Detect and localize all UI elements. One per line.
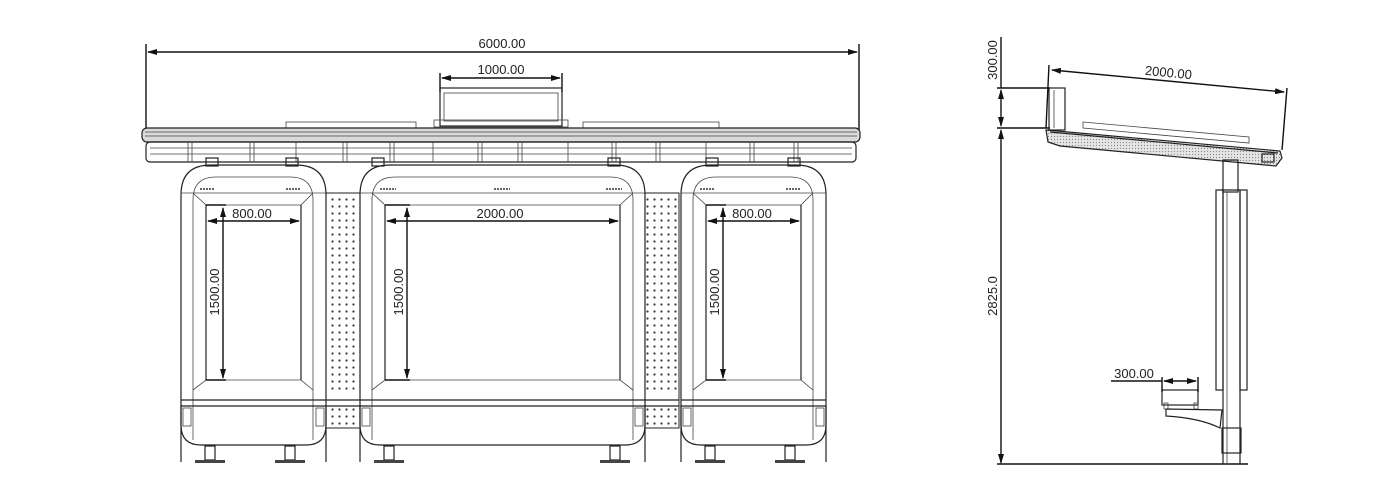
- right-perforated-panel: [644, 192, 680, 429]
- roof-depth-label: 2000.00: [1144, 63, 1192, 82]
- bench-depth-label: 300.00: [1114, 366, 1154, 381]
- roof-canopy: [141, 121, 861, 167]
- side-post: [1215, 159, 1248, 464]
- right-panel-module: 800.00 1500.00: [680, 164, 827, 463]
- side-roof: [1045, 121, 1283, 167]
- left-panel-width-label: 800.00: [232, 206, 272, 221]
- sign-height-label: 300.00: [985, 40, 1000, 80]
- top-sign-box: 1000.00: [433, 62, 569, 128]
- center-panel-module: 2000.00 1500.00: [359, 164, 646, 463]
- right-panel-height-label: 1500.00: [707, 269, 722, 316]
- roof-depth-dimension: 2000.00: [1045, 63, 1288, 151]
- center-panel-height-label: 1500.00: [391, 269, 406, 316]
- side-elevation-view: 300.00 2825.0 2000.00: [985, 37, 1288, 465]
- overall-width-dimension: 6000.00: [145, 36, 860, 135]
- bench-depth-dimension: 300.00: [1111, 366, 1199, 392]
- left-perforated-panel: [325, 192, 361, 429]
- overall-width-label: 6000.00: [479, 36, 526, 51]
- overall-height-label: 2825.0: [985, 276, 1000, 316]
- center-panel-width-label: 2000.00: [477, 206, 524, 221]
- front-elevation-view: 6000.00 1000.00: [141, 36, 861, 463]
- sign-height-dimension: 300.00: [985, 40, 1050, 129]
- sign-width-label: 1000.00: [478, 62, 525, 77]
- left-panel-module: 800.00 1500.00: [180, 164, 327, 463]
- left-panel-height-label: 1500.00: [207, 269, 222, 316]
- side-bench: [1161, 389, 1223, 429]
- right-panel-width-label: 800.00: [732, 206, 772, 221]
